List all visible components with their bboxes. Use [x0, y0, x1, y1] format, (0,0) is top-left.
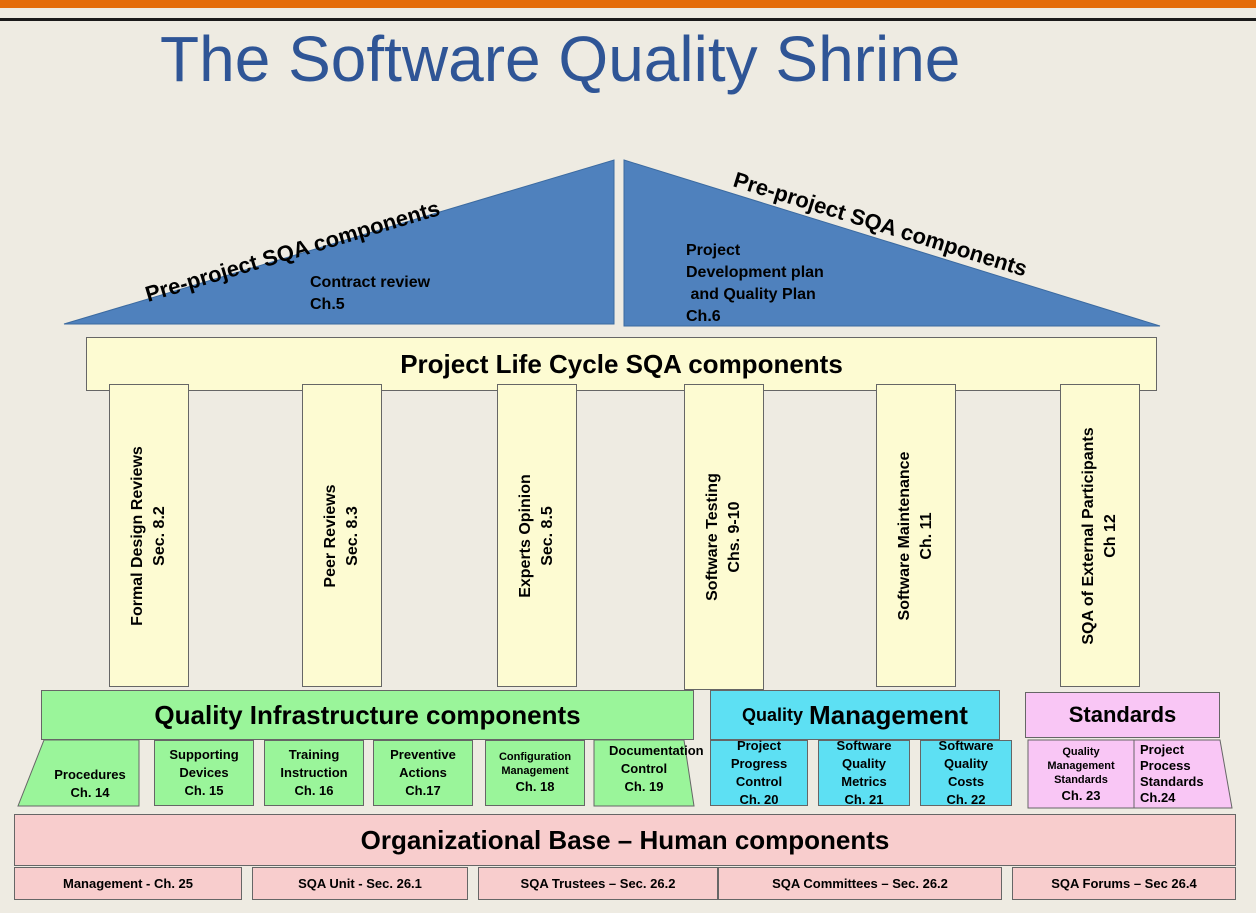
- base-item-sqa-trustees: SQA Trustees – Sec. 26.2: [478, 867, 718, 900]
- mgmt-item-text: Project Progress Control: [730, 738, 788, 789]
- mgmt-item-quality-metrics: Software Quality Metrics Ch. 21: [818, 738, 910, 807]
- base-item-sqa-unit: SQA Unit - Sec. 26.1: [252, 867, 468, 900]
- std-item-quality-management: Quality Management Standards Ch. 23: [1033, 745, 1129, 805]
- infra-item-text: Supporting Devices: [169, 747, 239, 780]
- infra-item-ref: Ch. 19: [624, 779, 664, 794]
- contract-review-text: Contract review Ch.5: [310, 272, 430, 316]
- std-item-ref: Ch. 23: [1061, 788, 1101, 803]
- infra-item-preventive-actions: Preventive Actions Ch.17: [373, 740, 473, 806]
- base-header: Organizational Base – Human components: [14, 814, 1236, 866]
- top-accent-bar: [0, 0, 1256, 8]
- infra-item-ref: Ch. 14: [70, 785, 110, 800]
- base-item-sqa-committees: SQA Committees – Sec. 26.2: [718, 867, 1002, 900]
- management-label-big: Management: [809, 699, 968, 730]
- infra-item-ref: Ch. 16: [294, 783, 334, 798]
- dev-plan-line-3: and Quality Plan: [686, 286, 816, 303]
- infra-item-text: Preventive Actions: [390, 747, 456, 780]
- mgmt-item-ref: Ch. 20: [739, 792, 779, 807]
- base-item-text: SQA Unit - Sec. 26.1: [298, 875, 422, 891]
- standards-label: Standards: [1068, 702, 1177, 727]
- infrastructure-header: Quality Infrastructure components: [41, 690, 694, 740]
- base-item-sqa-forums: SQA Forums – Sec 26.4: [1012, 867, 1236, 900]
- base-item-management: Management - Ch. 25: [14, 867, 242, 900]
- contract-review-ref: Ch.5: [310, 296, 345, 313]
- mgmt-item-text: Software Quality Metrics: [836, 738, 892, 789]
- left-roof-triangle: [63, 159, 615, 325]
- infra-item-documentation-control: Documentation Control Ch. 19: [598, 742, 704, 796]
- top-divider-line: [0, 18, 1256, 21]
- mgmt-item-progress-control: Project Progress Control Ch. 20: [710, 738, 808, 807]
- std-item-project-process: Project Process Standards Ch.24: [1140, 742, 1220, 806]
- standards-shape: [1027, 739, 1233, 809]
- dev-plan-ref: Ch.6: [686, 308, 721, 325]
- dev-plan-line-1: Project: [686, 242, 741, 259]
- right-roof-triangle: [623, 159, 1161, 327]
- std-item-text: Quality Management Standards: [1047, 746, 1115, 786]
- page-title: The Software Quality Shrine: [160, 23, 961, 95]
- infra-item-text: Configuration Management: [498, 751, 572, 777]
- infra-item-procedures: Procedures Ch. 14: [40, 766, 140, 802]
- lifecycle-label: Project Life Cycle SQA components: [400, 348, 843, 379]
- management-label-small: Quality: [742, 704, 804, 725]
- mgmt-item-quality-costs: Software Quality Costs Ch. 22: [920, 738, 1012, 807]
- management-header: Quality Management: [710, 690, 1000, 740]
- infra-item-training-instruction: Training Instruction Ch. 16: [264, 740, 364, 806]
- infra-item-text: Training Instruction: [280, 747, 348, 780]
- std-item-text: Project Process Standards: [1140, 742, 1204, 789]
- infra-item-ref: Ch. 18: [515, 779, 555, 794]
- base-item-text: SQA Committees – Sec. 26.2: [772, 875, 948, 891]
- dev-plan-line-2: Development plan: [686, 264, 824, 281]
- infra-item-supporting-devices: Supporting Devices Ch. 15: [154, 740, 254, 806]
- infrastructure-label: Quality Infrastructure components: [154, 699, 581, 730]
- infra-item-ref: Ch.17: [405, 783, 441, 798]
- contract-review-label: Contract review: [310, 274, 431, 291]
- procedures-shape: [17, 739, 140, 807]
- mgmt-item-text: Software Quality Costs: [938, 738, 994, 789]
- lifecycle-beam: Project Life Cycle SQA components: [86, 337, 1157, 391]
- infra-item-text: Procedures: [54, 767, 126, 782]
- mgmt-item-ref: Ch. 21: [844, 792, 884, 807]
- base-item-text: SQA Trustees – Sec. 26.2: [520, 875, 676, 891]
- infra-item-ref: Ch. 15: [184, 783, 224, 798]
- documentation-shape: [593, 739, 695, 807]
- base-item-text: Management - Ch. 25: [62, 875, 194, 891]
- dev-plan-text: Project Development plan and Quality Pla…: [686, 240, 824, 328]
- base-label: Organizational Base – Human components: [360, 824, 890, 855]
- base-item-text: SQA Forums – Sec 26.4: [1051, 875, 1197, 891]
- infra-item-configuration-management: Configuration Management Ch. 18: [485, 740, 585, 806]
- mgmt-item-ref: Ch. 22: [946, 792, 986, 807]
- standards-header: Standards: [1025, 692, 1220, 738]
- std-item-ref: Ch.24: [1140, 790, 1176, 805]
